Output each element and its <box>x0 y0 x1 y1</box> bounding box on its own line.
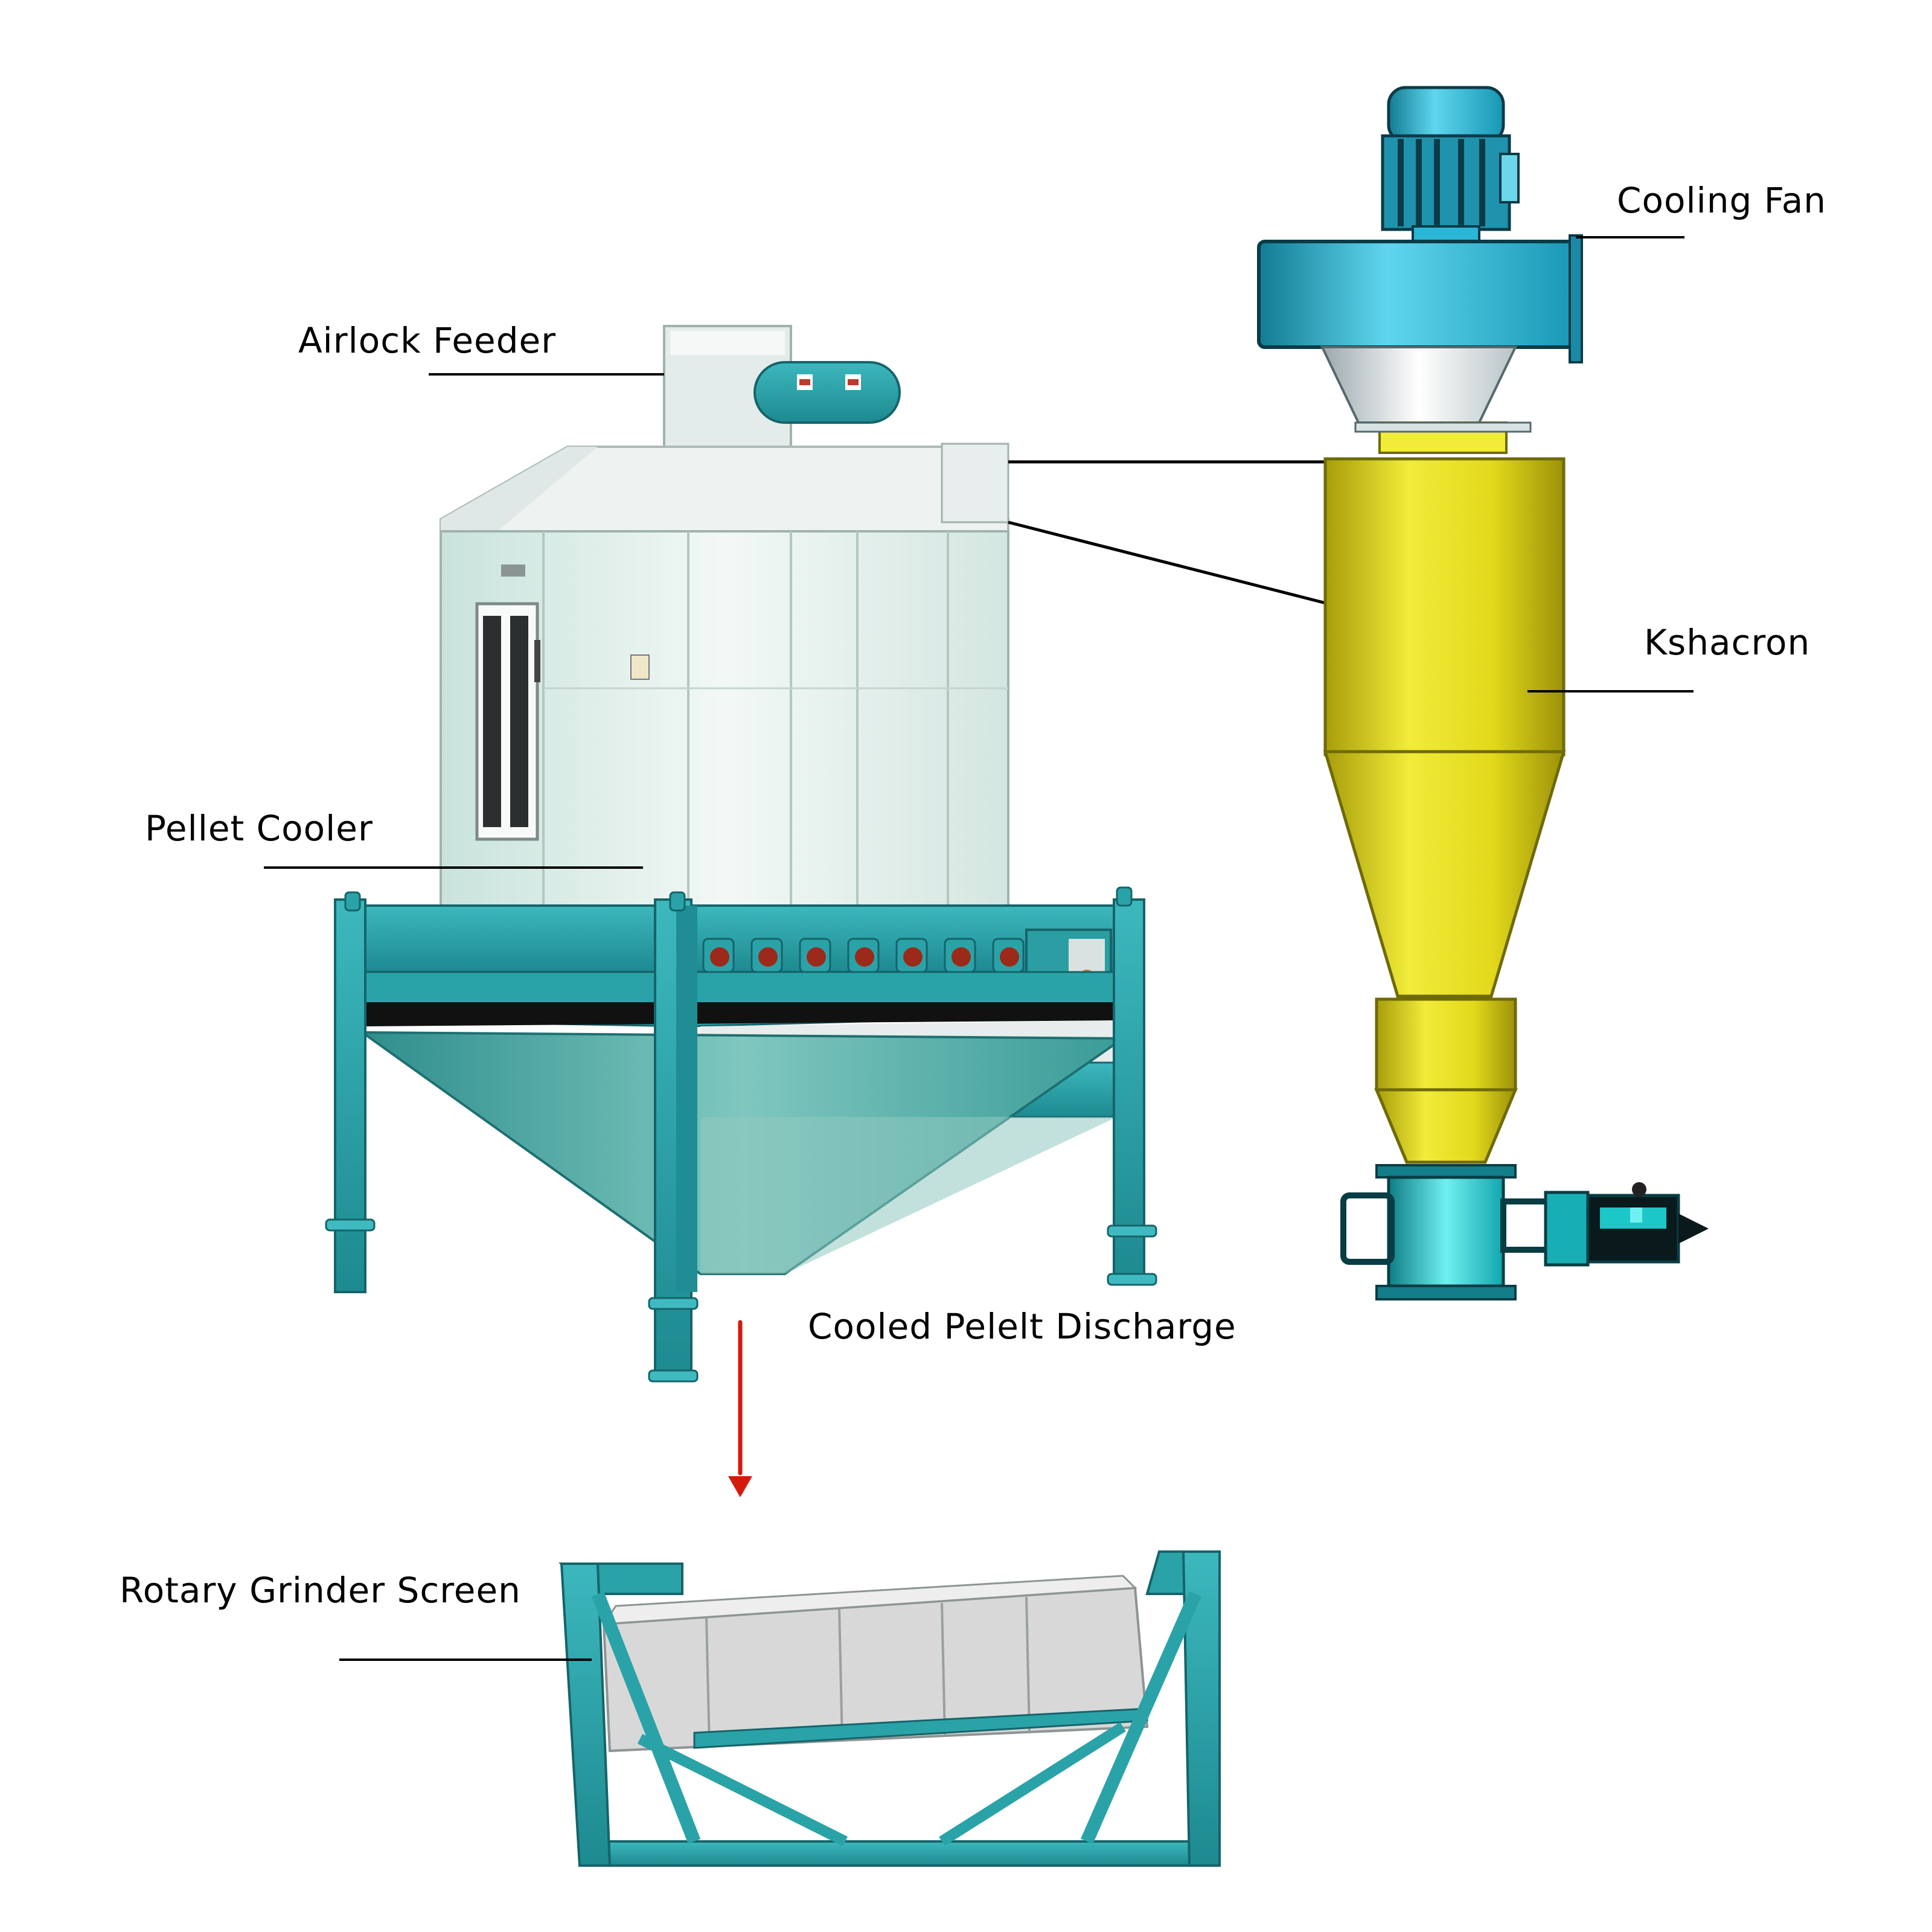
pellet-cooler <box>325 325 1157 1383</box>
label-cooled-pellet-discharge: Cooled Pelelt Discharge <box>808 1306 1236 1347</box>
label-pellet-cooler: Pellet Cooler <box>145 808 373 849</box>
rotary-grinder-screen <box>558 1550 1221 1867</box>
cooling-fan <box>1257 86 1583 454</box>
kshacron-cyclone <box>1323 457 1566 1164</box>
label-airlock-feeder: Airlock Feeder <box>298 320 557 361</box>
rotary-valve <box>1340 1164 1709 1300</box>
label-cooling-fan: Cooling Fan <box>1617 180 1827 221</box>
inspection-ports <box>702 938 1025 973</box>
duct-connector-lines <box>1008 460 1329 606</box>
label-kshacron: Kshacron <box>1644 622 1811 663</box>
cyclone-assembly <box>1257 86 1709 1300</box>
leader-lines <box>264 236 1694 1661</box>
discharge-arrow <box>728 1320 752 1497</box>
label-rotary-grinder-screen: Rotary Grinder Screen <box>120 1570 521 1611</box>
airlock-feeder <box>663 325 901 460</box>
